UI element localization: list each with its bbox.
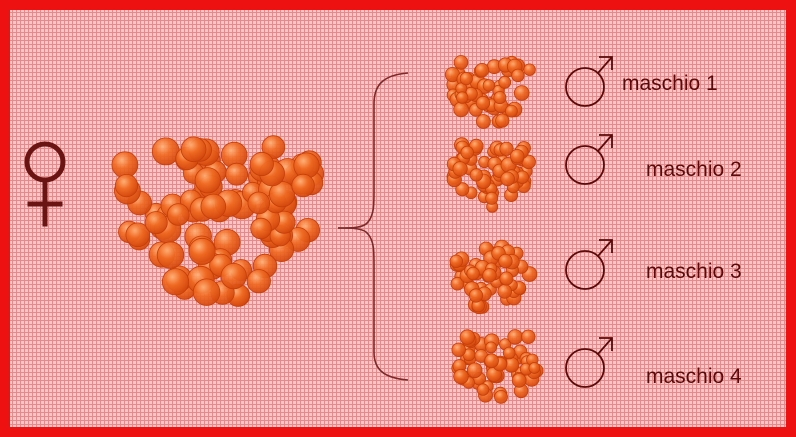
egg (454, 369, 469, 384)
egg (508, 330, 523, 345)
egg (514, 86, 529, 101)
egg (460, 72, 472, 84)
male-label: maschio 1 (622, 72, 718, 95)
egg (495, 390, 508, 403)
egg (500, 272, 513, 285)
egg (486, 192, 498, 204)
egg (510, 149, 524, 163)
egg (503, 347, 515, 359)
egg (512, 69, 525, 82)
egg (501, 172, 515, 186)
egg (469, 289, 482, 302)
egg (201, 194, 226, 219)
egg (499, 76, 511, 88)
egg (250, 152, 273, 175)
egg (454, 56, 468, 70)
egg (477, 384, 489, 396)
egg (453, 162, 467, 176)
male-label: maschio 2 (646, 158, 742, 181)
egg (115, 174, 137, 196)
egg (496, 114, 509, 127)
egg (454, 102, 469, 117)
egg (152, 138, 179, 165)
egg (529, 363, 540, 374)
egg (226, 163, 248, 185)
egg (145, 212, 167, 234)
egg (167, 204, 189, 226)
egg (195, 168, 220, 193)
egg (483, 269, 497, 283)
egg (470, 169, 482, 181)
egg (498, 285, 512, 299)
egg (505, 105, 517, 117)
egg (181, 137, 206, 162)
egg (467, 363, 482, 378)
male-label: maschio 4 (646, 365, 742, 388)
egg (292, 174, 315, 197)
egg (499, 254, 513, 268)
egg (524, 64, 536, 76)
egg (452, 343, 466, 357)
egg (248, 192, 270, 214)
egg (247, 270, 270, 293)
egg (456, 92, 468, 104)
egg (251, 218, 272, 239)
egg (450, 255, 463, 268)
egg (460, 330, 475, 345)
egg (494, 92, 506, 104)
male-label: maschio 3 (646, 260, 742, 283)
egg (221, 263, 246, 288)
egg (162, 269, 188, 295)
egg (193, 279, 220, 306)
egg (189, 238, 215, 264)
egg (485, 354, 499, 368)
egg (157, 242, 184, 269)
egg (522, 330, 536, 344)
egg (467, 267, 480, 280)
egg (475, 63, 489, 77)
egg (483, 80, 495, 92)
egg (512, 374, 526, 388)
egg (461, 146, 474, 159)
egg (476, 96, 489, 109)
egg (476, 115, 490, 129)
egg (112, 152, 138, 178)
egg (486, 342, 497, 353)
